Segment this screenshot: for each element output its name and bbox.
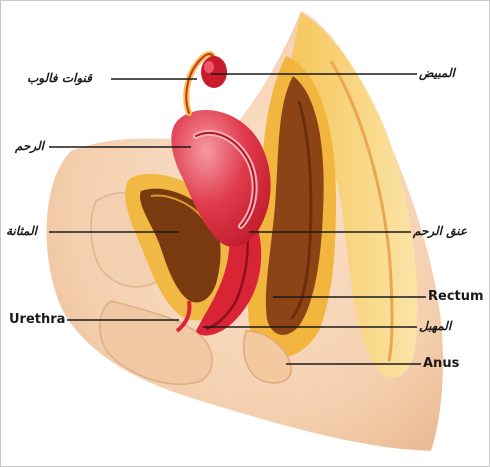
ovary — [201, 56, 227, 88]
label-anus: Anus — [423, 357, 459, 370]
label-uterus: الرحم — [15, 140, 44, 152]
ovary-highlight — [204, 61, 214, 73]
label-ovary: المبيض — [419, 67, 455, 79]
label-rectum: Rectum — [428, 290, 484, 303]
label-bladder: المثانة — [6, 225, 37, 237]
label-fallopian-tubes: قنوات فالوب — [27, 72, 92, 84]
label-cervix: عنق الرحم — [413, 225, 467, 237]
label-vagina: المهبل — [419, 320, 451, 332]
label-urethra: Urethra — [9, 313, 65, 326]
